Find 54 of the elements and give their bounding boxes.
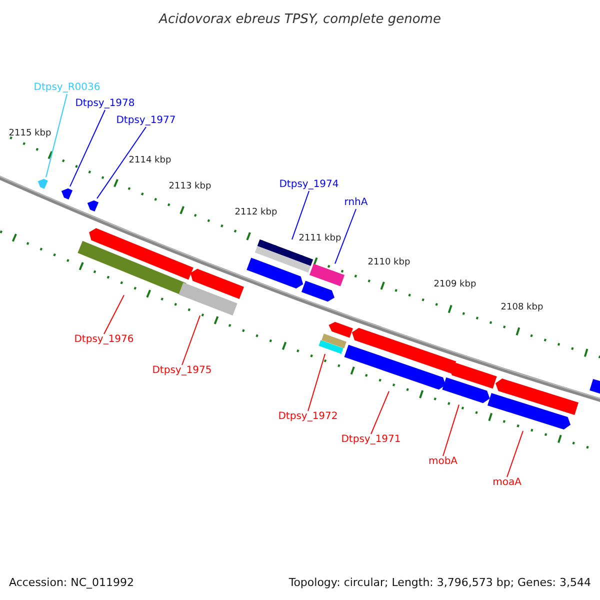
leader-line — [70, 110, 106, 187]
gene-bar — [495, 378, 578, 415]
gene-bar — [352, 328, 456, 374]
gene-label: Dtpsy_1976 — [74, 334, 134, 346]
gene-bar — [309, 264, 345, 286]
gene-label: Dtpsy_1978 — [75, 98, 135, 110]
gene-label: rnhA — [344, 197, 368, 209]
scale-label: 2113 kbp — [168, 182, 212, 192]
gene-bar — [328, 322, 353, 338]
leader-line — [292, 190, 310, 240]
scale-label: 2115 kbp — [8, 128, 52, 140]
scale-label: 2110 kbp — [368, 258, 410, 268]
gene-marker — [87, 200, 99, 212]
gene-bar — [449, 362, 497, 389]
gene-bar — [246, 258, 304, 289]
gene-label: Dtpsy_R0036 — [34, 82, 100, 94]
gene-bar — [488, 393, 571, 430]
scale-label: 2108 kbp — [500, 302, 544, 314]
gene-marker — [38, 178, 48, 189]
gene-label: Dtpsy_1975 — [152, 365, 212, 377]
gene-bar — [89, 228, 194, 280]
leader-line — [506, 430, 524, 478]
gene-bar — [190, 268, 244, 299]
footer-text: Topology: circular; Length: 3,796,573 bp; Genes: 3,544 — [288, 575, 591, 591]
gene-label: mobA — [428, 456, 458, 468]
gene-bar — [178, 282, 238, 316]
leader-line — [96, 126, 146, 199]
gene-label: Dtpsy_1971 — [341, 434, 401, 446]
gene-label: Dtpsy_1974 — [279, 179, 339, 191]
gene-bar — [254, 239, 314, 273]
gene-bar — [301, 280, 334, 302]
gene-bar — [590, 378, 600, 394]
gene-bar — [318, 340, 344, 354]
leader-line — [370, 390, 390, 434]
leader-line — [182, 315, 200, 366]
scale-label: 2109 kbp — [434, 280, 476, 290]
gene-bar — [78, 240, 186, 296]
gene-bar — [344, 344, 446, 390]
gene-label: Dtpsy_1972 — [278, 411, 338, 423]
leader-line — [442, 404, 460, 456]
scale-label: 2114 kbp — [128, 156, 172, 166]
gene-label: moaA — [492, 477, 522, 489]
scale-label: 2112 kbp — [234, 208, 278, 218]
title: Acidovorax ebreus TPSY, complete genome — [158, 11, 442, 29]
gene-label: Dtpsy_1977 — [116, 115, 176, 127]
leader-line — [46, 94, 68, 178]
leader-line — [104, 294, 124, 334]
gene-bar — [442, 377, 490, 404]
footer-text: Accession: NC_011992 — [9, 575, 134, 591]
leader-line — [308, 353, 326, 412]
scale-label: 2111 kbp — [298, 234, 342, 244]
gene-bar — [322, 334, 346, 348]
gene-marker — [61, 188, 73, 200]
leader-line — [334, 208, 356, 264]
